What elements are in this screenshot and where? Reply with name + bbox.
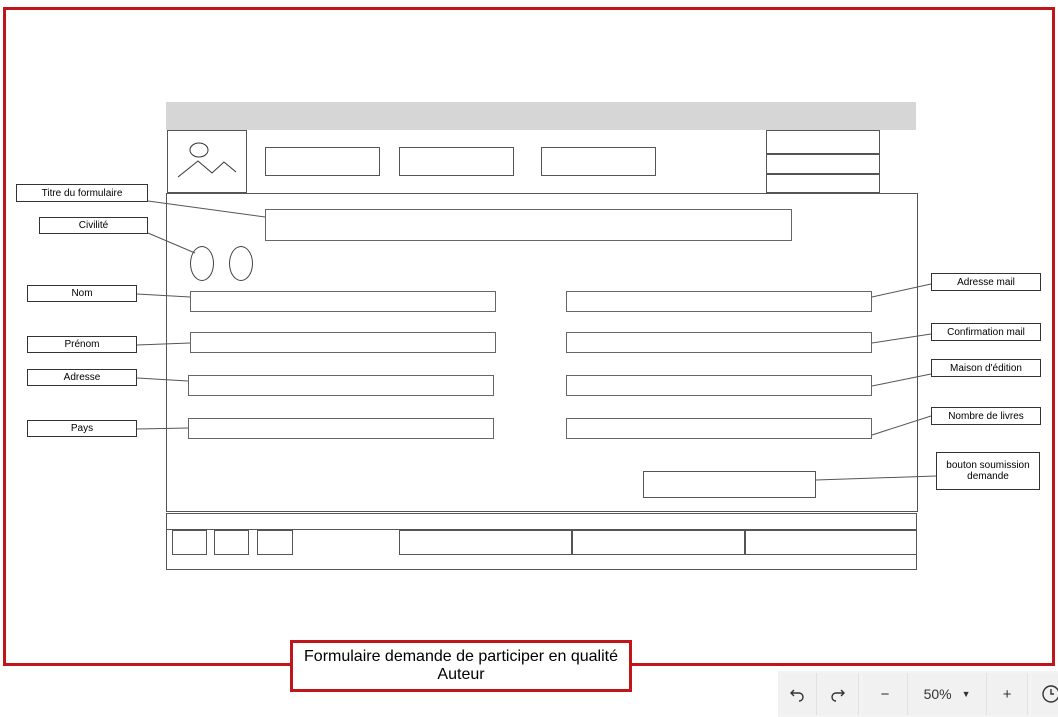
nav-item-2[interactable] [399, 147, 514, 176]
civility-radio-1[interactable] [190, 246, 214, 281]
nav-item-1[interactable] [265, 147, 380, 176]
nav-item-3[interactable] [541, 147, 656, 176]
zoom-toolbar: − 50% ▼ + [778, 671, 1058, 717]
history-icon [1042, 685, 1058, 703]
history-button[interactable] [1032, 673, 1058, 715]
note-email-confirm: Confirmation mail [931, 323, 1041, 341]
footer-social-2[interactable] [214, 530, 249, 555]
footer-divider [166, 529, 917, 530]
note-civility: Civilité [39, 217, 148, 234]
menu-box-2[interactable] [766, 154, 880, 174]
note-submit-button: bouton soumission demande [936, 452, 1040, 490]
note-country: Pays [27, 420, 137, 437]
email-field[interactable] [566, 291, 872, 312]
header-bar [166, 102, 916, 130]
footer-social-1[interactable] [172, 530, 207, 555]
footer-link-3[interactable] [745, 530, 917, 555]
email-confirm-field[interactable] [566, 332, 872, 353]
last-name-field[interactable] [190, 291, 496, 312]
form-title-box [265, 209, 792, 241]
country-field[interactable] [188, 418, 494, 439]
zoom-in-button[interactable]: + [986, 673, 1029, 715]
note-email: Adresse mail [931, 273, 1041, 291]
undo-icon [790, 689, 804, 702]
logo-placeholder [167, 130, 247, 193]
first-name-field[interactable] [190, 332, 496, 353]
submit-button[interactable] [643, 471, 816, 498]
civility-radio-2[interactable] [229, 246, 253, 281]
menu-box-3[interactable] [766, 174, 880, 193]
zoom-level-value: 50% [923, 686, 952, 702]
address-field[interactable] [188, 375, 494, 396]
note-first-name: Prénom [27, 336, 137, 353]
book-count-field[interactable] [566, 418, 872, 439]
image-placeholder-icon [177, 142, 237, 178]
publisher-field[interactable] [566, 375, 872, 396]
redo-icon [830, 689, 845, 702]
footer-link-1[interactable] [399, 530, 572, 555]
note-publisher: Maison d'édition [931, 359, 1041, 377]
note-last-name: Nom [27, 285, 137, 302]
zoom-out-button[interactable]: − [862, 673, 909, 715]
redo-button[interactable] [817, 673, 859, 715]
page-caption: Formulaire demande de participer en qual… [290, 640, 632, 692]
undo-button[interactable] [778, 673, 818, 715]
footer-social-3[interactable] [257, 530, 293, 555]
chevron-down-icon: ▼ [961, 689, 971, 699]
footer-link-2[interactable] [572, 530, 745, 555]
menu-box-1[interactable] [766, 130, 880, 154]
note-address: Adresse [27, 369, 137, 386]
note-form-title: Titre du formulaire [16, 184, 148, 202]
note-book-count: Nombre de livres [931, 407, 1041, 425]
zoom-level-select[interactable]: 50% ▼ [908, 673, 987, 715]
